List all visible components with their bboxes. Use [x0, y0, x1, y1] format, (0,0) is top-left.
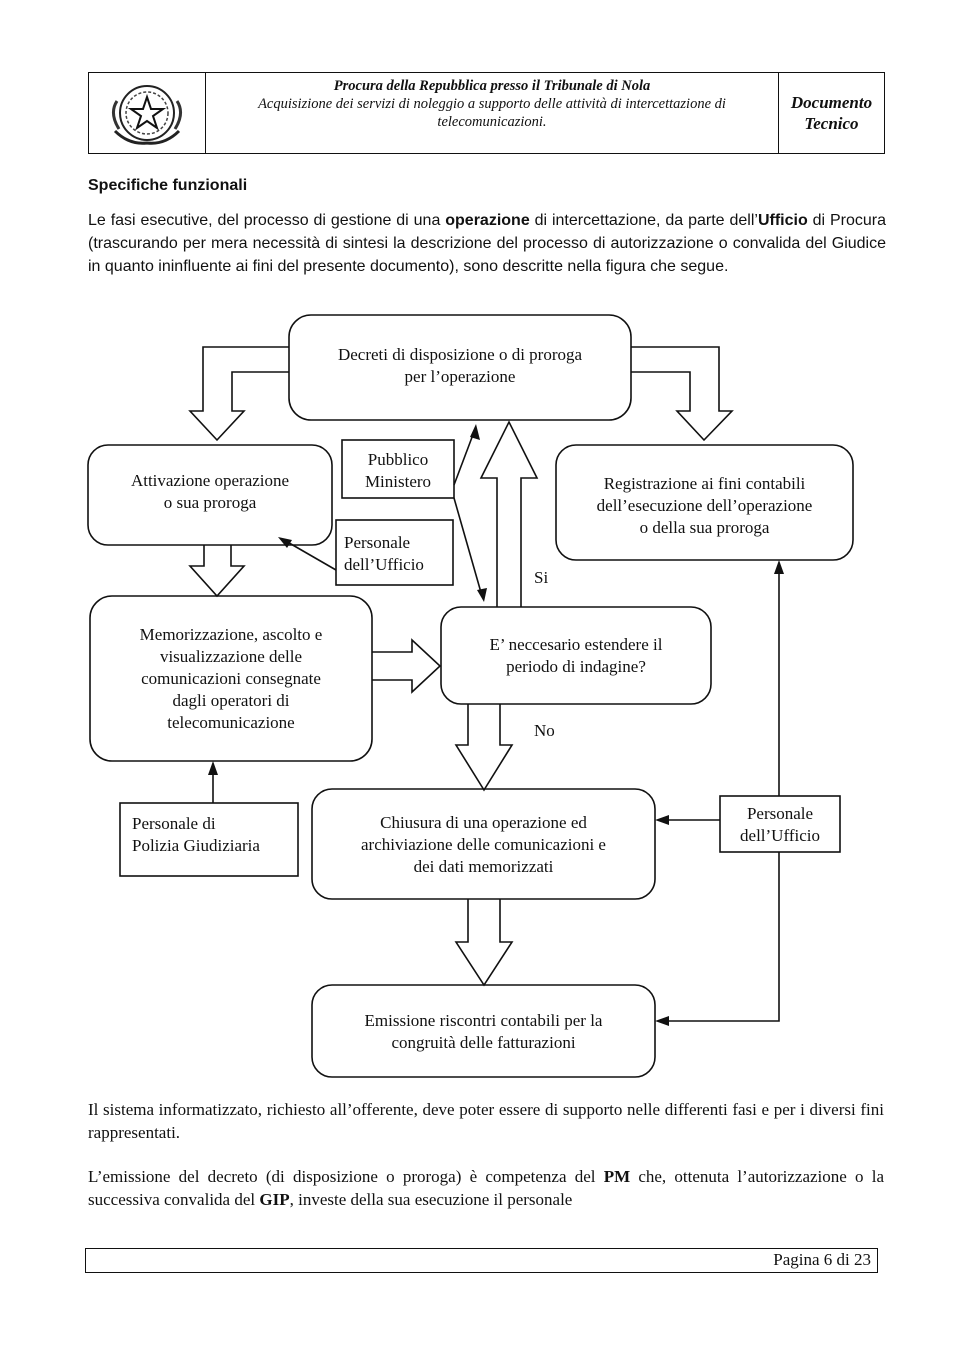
estendere-line-1: E’ neccesario estendere il — [489, 635, 663, 654]
body-paragraph-2: L’emissione del decreto (di disposizione… — [88, 1165, 884, 1211]
document-type-cell: Documento Tecnico — [778, 73, 884, 153]
section-title: Specifiche funzionali — [88, 177, 248, 194]
intro-paragraph: Le fasi esecutive, del processo di gesti… — [88, 209, 886, 278]
pm-text: Pubblico Ministero — [342, 449, 454, 493]
emissione-line-2: congruità delle fatturazioni — [391, 1033, 576, 1052]
personale-ufficio-2-line-1: Personale — [746, 804, 814, 823]
registrazione-text: Registrazione ai fini contabili dell’ese… — [556, 473, 853, 539]
doc-label-2: Tecnico — [804, 114, 859, 133]
intro-text-1: Le fasi esecutive, del processo di gesti… — [88, 212, 446, 229]
header-title-block: Procura della Repubblica presso il Tribu… — [206, 77, 778, 131]
attivazione-line-2: o sua proroga — [163, 493, 257, 512]
hollow-arrow-si-up — [479, 420, 539, 607]
para2-text-b: che, ottenuta l’autorizzazione o la succ… — [88, 1167, 884, 1209]
arrowhead-chiusura — [655, 815, 669, 825]
arrowhead-memorizzazione — [208, 761, 218, 775]
memorizzazione-text: Memorizzazione, ascolto e visualizzazion… — [90, 624, 372, 734]
doc-label-1: Documento — [790, 93, 873, 112]
decreti-text: Decreti di disposizione o di proroga per… — [289, 344, 631, 388]
memorizzazione-line-2: visualizzazione delle — [159, 647, 303, 666]
body-paragraph-1: Il sistema informatizzato, richiesto all… — [88, 1100, 884, 1142]
personale-ufficio-2-line-2: dell’Ufficio — [740, 826, 820, 845]
page-number: Pagina 6 di 23 — [773, 1250, 871, 1269]
attivazione-text: Attivazione operazione o sua proroga — [88, 470, 332, 514]
hollow-arrow-attivazione-down — [188, 545, 246, 598]
memorizzazione-line-4: dagli operatori di — [172, 691, 290, 710]
hollow-arrow-no-down — [454, 704, 514, 792]
registrazione-line-3: o della sua proroga — [639, 518, 770, 537]
personale-ufficio-text-1: Personale dell’Ufficio — [344, 532, 444, 576]
line-emissione-right — [665, 852, 780, 1022]
hollow-arrow-left-top — [188, 346, 289, 442]
hollow-arrow-chiusura-down — [454, 899, 514, 987]
estendere-line-2: periodo di indagine? — [506, 657, 646, 676]
memorizzazione-line-1: Memorizzazione, ascolto e — [139, 625, 323, 644]
emissione-line-1: Emissione riscontri contabili per la — [364, 1011, 603, 1030]
chiusura-line-3: dei dati memorizzati — [413, 857, 554, 876]
chiusura-line-1: Chiusura di una operazione ed — [380, 813, 587, 832]
page-footer: Pagina 6 di 23 — [85, 1248, 878, 1273]
header-line-3: telecomunicazioni. — [437, 114, 547, 130]
intro-bold-2: Ufficio — [757, 212, 808, 229]
header-line-2: Acquisizione dei servizi di noleggio a s… — [258, 96, 726, 112]
hollow-arrow-mem-right — [372, 638, 442, 694]
si-label: Si — [534, 568, 549, 587]
para2-bold-pm: PM — [603, 1167, 631, 1186]
chiusura-line-2: archiviazione delle comunicazioni e — [361, 835, 606, 854]
registrazione-line-1: Registrazione ai fini contabili — [603, 474, 806, 493]
arrowhead-attivazione — [278, 537, 292, 548]
arrowhead-pm — [470, 424, 480, 440]
memorizzazione-line-3: comunicazioni consegnate — [141, 669, 321, 688]
intro-bold-1: operazione — [445, 212, 530, 229]
pm-line-1: Pubblico — [367, 450, 429, 469]
arrowhead-emissione — [655, 1016, 669, 1026]
para2-text-a: L’emissione del decreto (di disposizione… — [88, 1167, 604, 1186]
para2-text-c: , investe della sua esecuzione il person… — [289, 1190, 573, 1209]
hollow-arrow-right-top — [631, 346, 734, 442]
personale-ufficio-text-2: Personale dell’Ufficio — [720, 803, 840, 847]
italian-emblem-icon — [112, 85, 182, 145]
polizia-line-1: Personale di — [132, 814, 216, 833]
arrowhead-personale — [477, 588, 487, 602]
decreti-line-1: Decreti di disposizione o di proroga — [337, 345, 583, 364]
decreti-line-2: per l’operazione — [404, 367, 516, 386]
intro-text-3: di Procura (trascurando per mera necessi… — [88, 212, 887, 275]
registrazione-line-2: dell’esecuzione dell’operazione — [596, 496, 813, 515]
document-header: Procura della Repubblica presso il Tribu… — [88, 72, 885, 154]
arrowhead-registrazione — [774, 560, 784, 574]
pm-line-2: Ministero — [364, 472, 432, 491]
estendere-text: E’ neccesario estendere il periodo di in… — [441, 634, 711, 678]
personale-ufficio-1-line-2: dell’Ufficio — [344, 555, 424, 574]
intro-text-2: di intercettazione, da parte dell’ — [529, 212, 758, 229]
header-line-1: Procura della Repubblica presso il Tribu… — [333, 78, 651, 94]
emissione-text: Emissione riscontri contabili per la con… — [312, 1010, 655, 1054]
attivazione-line-1: Attivazione operazione — [130, 471, 290, 490]
polizia-text: Personale di Polizia Giudiziaria — [132, 813, 260, 857]
emblem-cell — [89, 73, 206, 153]
para2-bold-gip: GIP — [259, 1190, 290, 1209]
polizia-line-2: Polizia Giudiziaria — [132, 836, 260, 855]
memorizzazione-line-5: telecomunicazione — [167, 713, 295, 732]
no-label: No — [534, 721, 555, 740]
personale-ufficio-1-line-1: Personale — [344, 533, 411, 552]
chiusura-text: Chiusura di una operazione ed archiviazi… — [312, 812, 655, 878]
